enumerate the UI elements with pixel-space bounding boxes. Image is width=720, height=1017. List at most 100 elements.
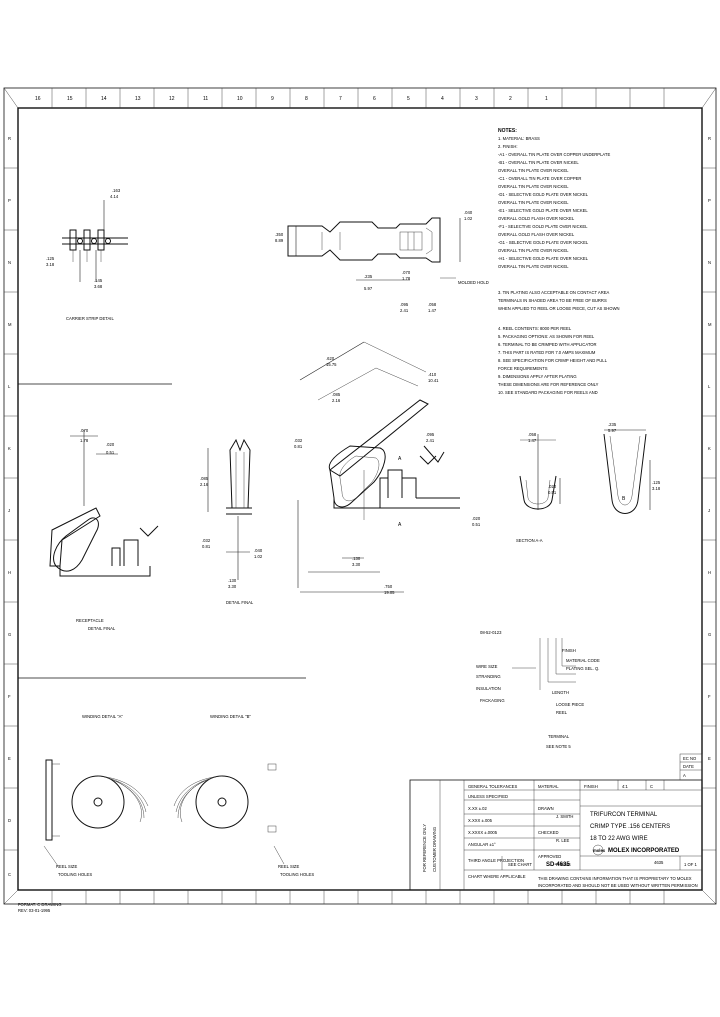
- zone-label: F: [708, 694, 711, 699]
- note-text: TOOLING HOLES: [58, 872, 92, 877]
- rev-label: DATE: [683, 764, 694, 769]
- dim-text: 2.41: [426, 438, 435, 443]
- zone-label: M: [708, 322, 712, 327]
- dim-text: 5.97: [364, 286, 373, 291]
- dim-text: 3.68: [94, 284, 103, 289]
- winding-detail-left: WINDING DETAIL "A" REEL SIZE TOOLING HOL…: [43, 714, 149, 877]
- dim-text: .020: [548, 484, 557, 489]
- rev-label: EC NO: [683, 756, 697, 761]
- zone-label: 11: [203, 96, 208, 102]
- callout-label: LOOSE PIECE: [556, 702, 584, 707]
- tolerance-row: X.XX ±.02: [468, 806, 487, 811]
- vertical-note: FOR REFERENCE ONLY: [422, 824, 427, 872]
- zone-label: H: [708, 570, 711, 575]
- note-line: -H1 - SELECTIVE GOLD PLATE OVER NICKEL: [498, 256, 589, 261]
- note-line: OVERALL GOLD FLASH OVER NICKEL: [498, 216, 575, 221]
- callout-label: REEL: [556, 710, 568, 715]
- note-line: 2. FINISH:: [498, 144, 518, 149]
- receptacle-view: .070 1.78 .020 0.51 RECEPTACLE DETAIL FI…: [49, 428, 159, 631]
- notes-heading: NOTES:: [498, 128, 517, 134]
- note-text: REEL SIZE: [278, 864, 299, 869]
- dim-text: .040: [464, 210, 473, 215]
- part-number: 08-52-0123: [480, 630, 502, 635]
- dim-text: 1.47: [428, 308, 437, 313]
- dim-text: 0.51: [106, 450, 115, 455]
- dim-text: .620: [326, 356, 335, 361]
- material-label: MATERIAL: [538, 784, 559, 789]
- format-note: REV: 03-01-1995: [18, 908, 51, 913]
- dim-text: 2.16: [200, 482, 209, 487]
- see-chart: SEE CHART: [508, 862, 532, 867]
- note-line: OVERALL TIN PLATE OVER NICKEL: [498, 168, 569, 173]
- winding-detail-right: WINDING DETAIL "B" REEL SIZE TOOLING HOL…: [173, 714, 314, 877]
- note-line: -A1 - OVERALL TIN PLATE OVER COPPER UNDE…: [498, 152, 610, 157]
- zone-label: R: [8, 136, 11, 141]
- zone-label: 3: [475, 96, 478, 102]
- zone-label: 10: [237, 96, 243, 102]
- zone-label: E: [708, 756, 711, 761]
- size-value: C: [650, 784, 653, 789]
- dim-text: .058: [528, 432, 537, 437]
- note-line: TERMINALS IN SHADED AREA TO BE FREE OF B…: [498, 298, 607, 303]
- dim-text: 1.78: [402, 276, 411, 281]
- note-line: 7. THIS PART IS RATED FOR 7.0 AMPS MAXIM…: [498, 350, 596, 355]
- third-angle: THIRD ANGLE PROJECTION: [468, 858, 524, 863]
- zone-label: E: [8, 756, 11, 761]
- part-number-callout: 08-52-0123 FINISH MATERIAL CODE PLATING …: [476, 630, 600, 749]
- callout-label: PLATING SEL. Q.: [566, 666, 599, 671]
- zone-label: C: [8, 872, 11, 877]
- note-line: OVERALL TIN PLATE OVER NICKEL: [498, 184, 569, 189]
- vertical-note: CUSTOMER DRAWING: [432, 827, 437, 872]
- dim-text: 1.02: [254, 554, 263, 559]
- title-line-2: CRIMP TYPE .156 CENTERS: [590, 824, 670, 830]
- note-line: FORCE REQUIREMENTS: [498, 366, 548, 371]
- zone-label: 13: [135, 96, 141, 102]
- dim-text: 1.47: [528, 438, 537, 443]
- zone-label: H: [8, 570, 11, 575]
- dim-text: 0.81: [294, 444, 303, 449]
- title-line-3: 18 TO 22 AWG WIRE: [590, 836, 648, 842]
- zone-label: 8: [305, 96, 308, 102]
- side-zone-ticks: [4, 167, 716, 851]
- zone-label: P: [8, 198, 11, 203]
- view-label: WINDING DETAIL "B": [210, 714, 251, 719]
- zone-label: N: [8, 260, 11, 265]
- section-mark: A: [398, 522, 402, 528]
- dim-text: .032: [202, 538, 211, 543]
- view-label: RECEPTACLE: [76, 618, 104, 623]
- view-label: DETAIL FINAL: [88, 626, 116, 631]
- zone-label: 4: [441, 96, 444, 102]
- dim-text: 2.41: [400, 308, 409, 313]
- view-label: DETAIL FINAL: [226, 600, 254, 605]
- section-mark: A: [398, 456, 402, 462]
- dim-text: .085: [332, 392, 341, 397]
- zone-label: 16: [35, 96, 41, 102]
- zone-label: 7: [339, 96, 342, 102]
- dim-text: .095: [400, 302, 409, 307]
- dim-text: .163: [112, 188, 121, 193]
- note-line: -G1 - SELECTIVE GOLD PLATE OVER NICKEL: [498, 240, 589, 245]
- dim-text: .070: [402, 270, 411, 275]
- callout-label: TERMINAL: [548, 734, 570, 739]
- series-number: 4635: [654, 860, 664, 865]
- note-line: -E1 - SELECTIVE GOLD PLATE OVER NICKEL: [498, 208, 588, 213]
- callout-label: INSULATION: [476, 686, 501, 691]
- zone-label: 5: [407, 96, 410, 102]
- zone-label: J: [8, 508, 10, 513]
- dim-text: .095: [426, 432, 435, 437]
- note-line: 10. SEE STANDARD PACKAGING FOR REELS AND: [498, 390, 598, 395]
- zone-label: G: [708, 632, 711, 637]
- zone-label: F: [8, 694, 11, 699]
- dim-text: .235: [608, 422, 617, 427]
- dim-text: .040: [254, 548, 263, 553]
- zone-label: J: [708, 508, 710, 513]
- note-line: -D1 - SELECTIVE GOLD PLATE OVER NICKEL: [498, 192, 589, 197]
- dim-text: 3.30: [228, 584, 237, 589]
- checked-value: R. LEE: [556, 838, 569, 843]
- dim-text: .145: [94, 278, 103, 283]
- zone-label: N: [708, 260, 711, 265]
- zone-label: D: [8, 818, 11, 823]
- drawn-label: DRAWN: [538, 806, 554, 811]
- scale-value: 4:1: [622, 784, 628, 789]
